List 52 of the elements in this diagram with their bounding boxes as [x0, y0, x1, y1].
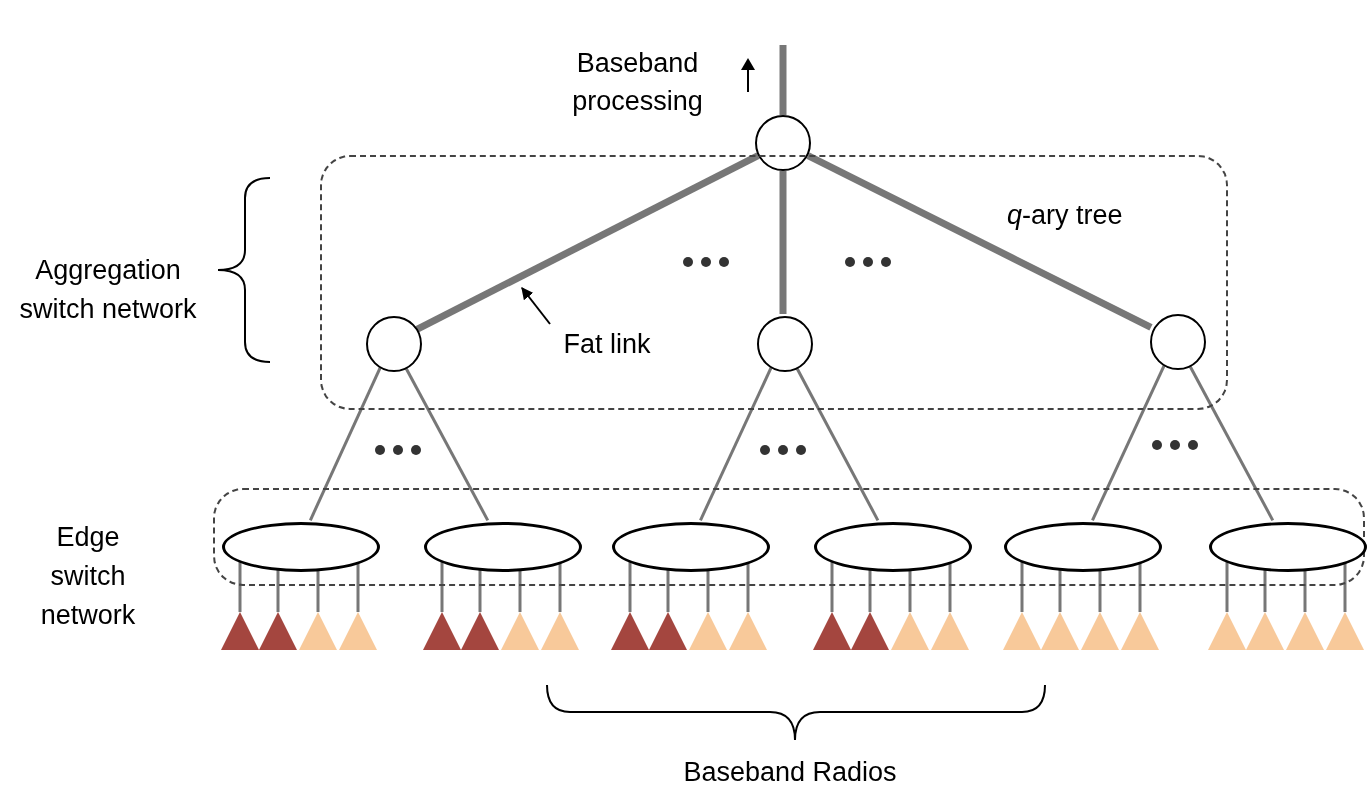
- radio-triangle: [729, 612, 767, 650]
- switch-ellipse: [1209, 522, 1367, 572]
- link-line: [558, 561, 562, 612]
- radio-triangle: [611, 612, 649, 650]
- radio-triangle: [649, 612, 687, 650]
- link-line: [238, 561, 242, 612]
- annotation-text: Fat link: [547, 324, 667, 364]
- radio-triangle: [689, 612, 727, 650]
- label-text: Baseband processing: [571, 47, 704, 118]
- link-line: [440, 561, 444, 612]
- dashed-group-box: [320, 155, 1228, 410]
- link-line: [830, 561, 834, 612]
- radio-triangle: [461, 612, 499, 650]
- link-line: [356, 561, 360, 612]
- radio-triangle: [259, 612, 297, 650]
- radio-triangle: [541, 612, 579, 650]
- group-label: q-ary tree: [1007, 199, 1123, 232]
- link-line: [1225, 561, 1229, 612]
- link-line: [948, 561, 952, 612]
- label-text: Edge switch network: [39, 521, 137, 632]
- link-line: [1138, 561, 1142, 612]
- radio-triangle: [1003, 612, 1041, 650]
- radio-triangle: [891, 612, 929, 650]
- link-line: [308, 366, 382, 521]
- radio-triangle: [813, 612, 851, 650]
- radio-triangle: [299, 612, 337, 650]
- link-line: [746, 561, 750, 612]
- radio-triangle: [423, 612, 461, 650]
- label-text: Aggregation switch network: [18, 254, 198, 326]
- radio-triangle: [1041, 612, 1079, 650]
- radio-triangle: [221, 612, 259, 650]
- link-line: [699, 366, 773, 521]
- radio-triangle: [501, 612, 539, 650]
- link-line: [1020, 561, 1024, 612]
- fat-link: [779, 171, 787, 314]
- link-line: [794, 366, 880, 522]
- dashed-group-box: [213, 488, 1365, 586]
- link-line: [628, 561, 632, 612]
- radio-triangle: [339, 612, 377, 650]
- radio-triangle: [1121, 612, 1159, 650]
- radio-triangle: [1286, 612, 1324, 650]
- radio-triangle: [851, 612, 889, 650]
- radio-triangle: [1208, 612, 1246, 650]
- fat-link: [415, 152, 760, 333]
- radio-triangle: [1246, 612, 1284, 650]
- label-text: Baseband Radios: [682, 756, 898, 789]
- link-line: [1343, 561, 1347, 612]
- radio-triangle: [931, 612, 969, 650]
- radio-triangle: [1081, 612, 1119, 650]
- link-line: [1091, 364, 1166, 521]
- leader-arrow: [521, 287, 551, 325]
- radio-triangle: [1326, 612, 1364, 650]
